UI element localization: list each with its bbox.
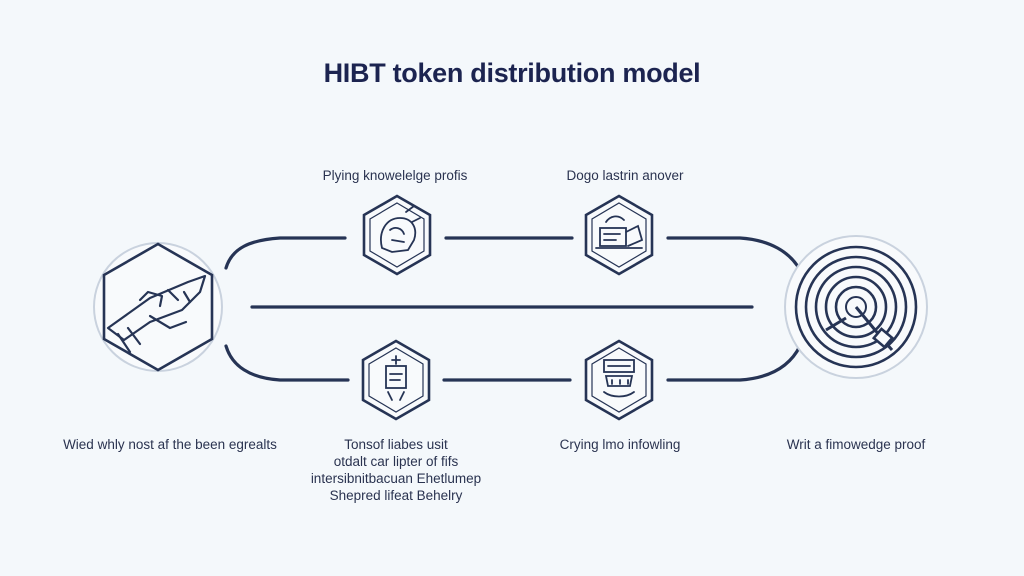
node-label-bottom-2: Crying lmo infowling bbox=[559, 437, 681, 452]
node-label-left: Wied whly nost af the been egrealts bbox=[63, 437, 277, 452]
node-label-top-2: Dogo lastrin anover bbox=[566, 168, 684, 183]
hand-pen-icon bbox=[106, 274, 207, 354]
node-label-top-1: Plying knowelelge profis bbox=[322, 168, 468, 183]
document-hand-icon bbox=[595, 215, 644, 249]
node-left bbox=[93, 242, 223, 372]
brain-head-icon bbox=[380, 205, 421, 253]
connector-top2-to-right bbox=[666, 236, 802, 272]
node-bottom-1 bbox=[361, 339, 431, 421]
clipboard-person-icon bbox=[385, 355, 407, 401]
node-label-bottom-1: Tonsof liabes usit otdalt car lipter of … bbox=[310, 437, 482, 503]
connector-left-to-top1 bbox=[224, 236, 347, 270]
diagram-title: HIBT token distribution model bbox=[323, 58, 701, 88]
building-cluster-icon bbox=[603, 359, 635, 398]
spiral-target-icon bbox=[794, 245, 918, 369]
node-top-2 bbox=[584, 194, 654, 276]
node-top-1 bbox=[362, 194, 432, 276]
node-label-right: Writ a fimowedge proof bbox=[786, 437, 926, 452]
node-right bbox=[784, 235, 928, 379]
connector-bottom2-to-right bbox=[666, 344, 802, 382]
node-bottom-2 bbox=[584, 339, 654, 421]
connector-left-to-bottom1 bbox=[224, 344, 350, 382]
